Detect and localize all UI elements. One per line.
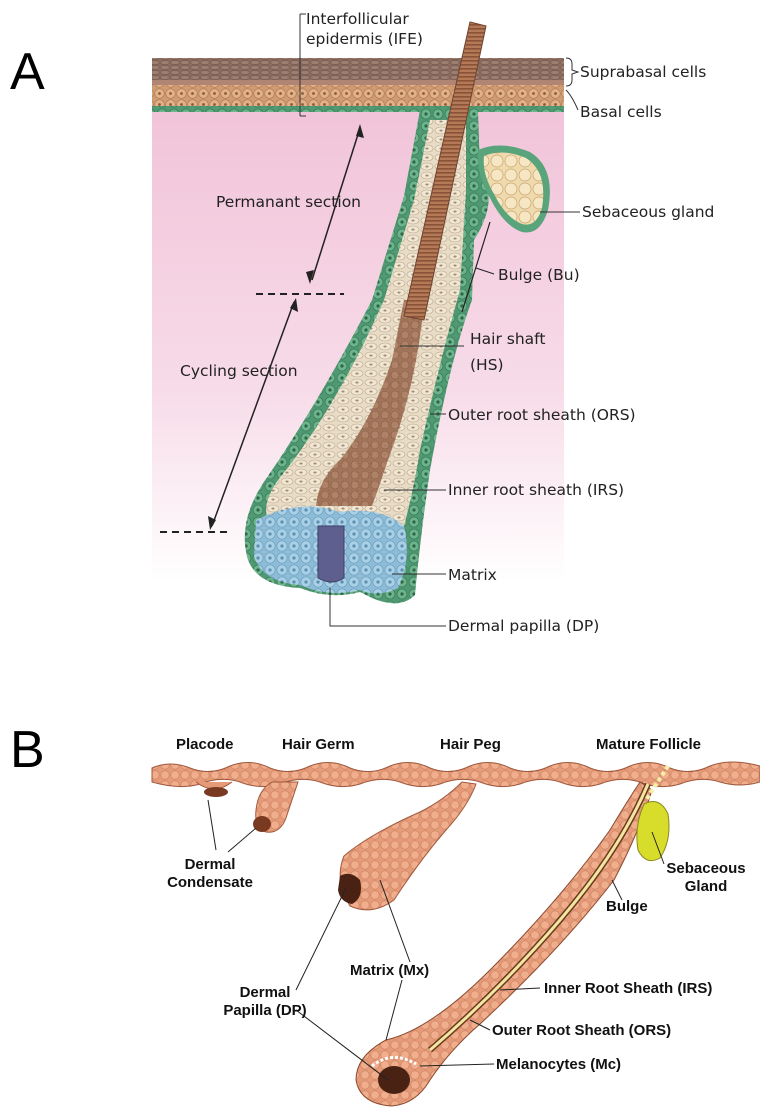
bulge-b-leader — [612, 880, 622, 900]
label-sebaceous-b-2: Gland — [654, 878, 758, 896]
label-dermal-condensate-1: Dermal — [160, 856, 260, 874]
label-sebaceous-gland: Sebaceous gland — [582, 203, 714, 222]
label-ors-b: Outer Root Sheath (ORS) — [492, 1022, 671, 1040]
suprabasal-bracket — [566, 58, 578, 86]
label-melanocytes-b: Melanocytes (Mc) — [496, 1056, 621, 1074]
mx-b-leader-2 — [386, 980, 402, 1040]
label-hair-shaft-2: (HS) — [470, 356, 504, 375]
hair-peg-papilla — [338, 874, 361, 904]
basal-green-row — [152, 106, 564, 112]
label-bulge-b: Bulge — [606, 898, 648, 916]
label-ife-1: Interfollicular — [306, 10, 409, 29]
dp-b-leader-2 — [296, 1010, 388, 1080]
label-permanent-section: Permanant section — [216, 193, 361, 212]
dp-b-leader-1 — [296, 888, 346, 990]
basal-layer — [152, 85, 564, 109]
label-dermal-condensate-2: Condensate — [150, 874, 270, 892]
dc-leader-1 — [208, 800, 216, 850]
dermal-papilla — [318, 526, 344, 582]
panel-b-letter: B — [10, 724, 45, 776]
label-cycling-section: Cycling section — [180, 362, 298, 381]
label-irs: Inner root sheath (IRS) — [448, 481, 624, 500]
mature-papilla — [378, 1066, 410, 1094]
sebaceous-gland-b — [637, 802, 669, 861]
label-hair-germ: Hair Germ — [282, 736, 355, 754]
label-sebaceous-b-1: Sebaceous — [654, 860, 758, 878]
label-hair-peg: Hair Peg — [440, 736, 501, 754]
label-bulge: Bulge (Bu) — [498, 266, 580, 285]
granular-band — [152, 80, 564, 85]
label-ife-2: epidermis (IFE) — [306, 30, 423, 49]
label-basal: Basal cells — [580, 103, 662, 122]
basal-bracket — [566, 90, 578, 110]
label-dp-b-2: Papilla (DP) — [210, 1002, 320, 1020]
label-hair-shaft-1: Hair shaft — [470, 330, 545, 349]
label-mature-follicle: Mature Follicle — [596, 736, 701, 754]
label-suprabasal: Suprabasal cells — [580, 63, 706, 82]
label-irs-b: Inner Root Sheath (IRS) — [544, 980, 712, 998]
label-dermal-papilla: Dermal papilla (DP) — [448, 617, 599, 636]
label-matrix-b: Matrix (Mx) — [350, 962, 429, 980]
hair-germ-condensate — [253, 816, 271, 832]
skin-surface-b — [152, 762, 760, 787]
label-placode: Placode — [176, 736, 234, 754]
label-dp-b-1: Dermal — [210, 984, 320, 1002]
label-ors: Outer root sheath (ORS) — [448, 406, 636, 425]
placode-condensate — [204, 787, 228, 797]
label-matrix: Matrix — [448, 566, 497, 585]
dc-leader-2 — [228, 828, 256, 852]
